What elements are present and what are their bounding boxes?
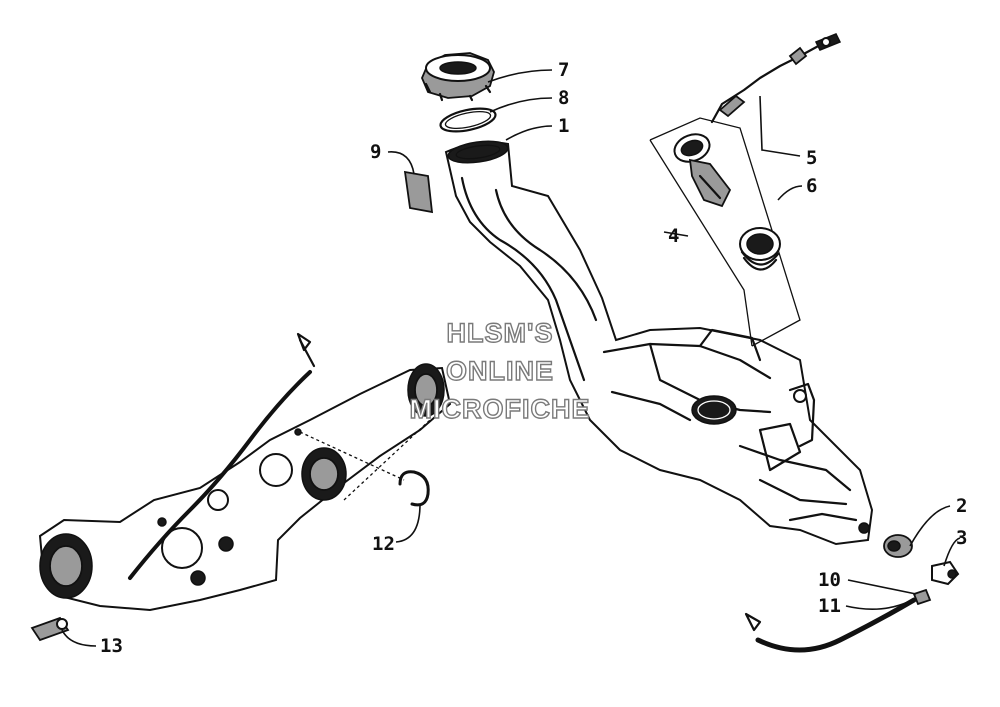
fuel-cap[interactable] — [421, 52, 495, 102]
fuel-hose[interactable] — [744, 597, 917, 653]
callout-1: 1 — [558, 115, 569, 137]
watermark: HLSM'S ONLINE MICROFICHE — [409, 317, 591, 424]
watermark-line-2: ONLINE — [446, 356, 554, 386]
mounting-plate[interactable] — [38, 363, 452, 612]
retaining-ring[interactable] — [398, 470, 430, 507]
fuel-fitting[interactable] — [931, 560, 960, 586]
callout-12: 12 — [372, 533, 395, 555]
callout-11: 11 — [818, 595, 841, 617]
callout-3: 3 — [956, 527, 967, 549]
callout-2: 2 — [956, 495, 967, 517]
hose-clamp[interactable] — [912, 588, 932, 606]
callout-10: 10 — [818, 569, 841, 591]
callout-6: 6 — [806, 175, 817, 197]
vent-hose[interactable] — [128, 332, 316, 580]
alignment-lines — [299, 419, 431, 501]
watermark-line-1: HLSM'S — [447, 318, 554, 348]
callout-7: 7 — [558, 59, 569, 81]
o-ring-gasket[interactable] — [439, 104, 498, 135]
callout-9: 9 — [370, 141, 381, 163]
fuel-gauge-assembly-outline — [649, 117, 801, 347]
sensor-wire-harness[interactable] — [710, 33, 842, 124]
callout-13: 13 — [100, 635, 123, 657]
callout-4: 4 — [668, 225, 679, 247]
callout-8: 8 — [558, 87, 569, 109]
mount-bushing[interactable] — [883, 534, 913, 558]
fuel-line-fitting[interactable] — [30, 616, 70, 642]
fuel-tank[interactable] — [444, 138, 874, 546]
warning-decal[interactable] — [403, 170, 434, 214]
watermark-line-3: MICROFICHE — [410, 394, 591, 424]
fuel-gauge[interactable] — [671, 130, 732, 208]
callout-5: 5 — [806, 147, 817, 169]
callout-leaders — [61, 69, 961, 647]
gauge-grommet[interactable] — [739, 227, 781, 271]
